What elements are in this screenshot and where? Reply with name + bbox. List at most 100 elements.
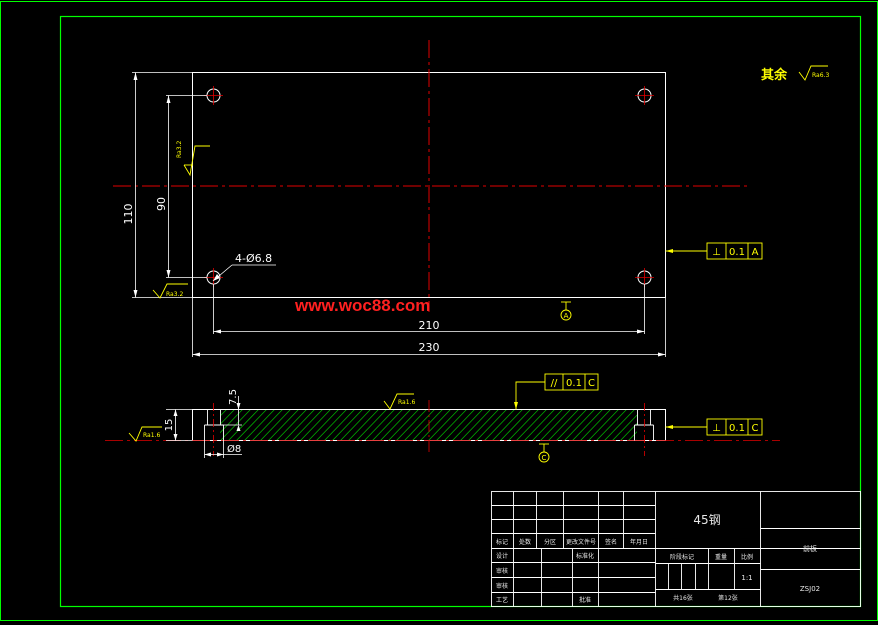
hole-center-marks — [204, 86, 654, 287]
dim-thickness-15: 15 — [164, 419, 175, 432]
hatch-line — [684, 409, 715, 441]
tb-material: 45钢 — [693, 513, 720, 527]
tb-header-3: 更改文件号 — [566, 538, 596, 546]
rest-roughness-label: Ra6.3 — [812, 72, 829, 79]
roughness-symbol-top — [383, 393, 414, 410]
datum-c-label: C — [542, 454, 547, 462]
hatch-line — [548, 409, 580, 440]
tb-weight: 重量 — [715, 553, 727, 561]
perp-symbol-a: ⊥ — [712, 247, 721, 258]
roughness-top-label: Ra1.6 — [398, 399, 415, 406]
rest-label: 其余 — [761, 67, 788, 83]
hatch-line — [340, 409, 372, 440]
tb-part-name: 前板 — [803, 544, 817, 553]
hatch-line — [588, 409, 620, 440]
tb-design: 设计 — [496, 552, 508, 560]
parallel-datum: C — [588, 378, 595, 389]
perp-datum-a: A — [752, 247, 759, 258]
parallel-value: 0.1 — [566, 378, 582, 389]
parallelism-frame-c — [544, 373, 599, 391]
roughness-side-label: Ra3.2 — [176, 141, 183, 158]
hatch-line — [300, 409, 332, 440]
hatch-line — [572, 409, 604, 440]
hatch-line — [492, 409, 524, 440]
section-hatch — [220, 409, 715, 441]
hatch-line — [532, 409, 564, 440]
tb-standardize: 标准化 — [576, 552, 594, 560]
roughness-left-label: Ra1.6 — [143, 432, 160, 439]
datum-a-label: A — [564, 312, 569, 320]
roughness-symbol-bottom — [152, 283, 188, 299]
counterbore-left — [204, 409, 224, 441]
perp-datum-c: C — [752, 423, 759, 434]
title-block: 45钢 标记 处数 分区 更改文件号 签名 年月日 设计 标准化 审核 审核 工… — [491, 491, 861, 607]
dim-counterbore-depth: 7.5 — [228, 389, 239, 405]
hatch-line — [396, 409, 428, 440]
hatch-line — [476, 409, 508, 440]
hatch-line — [652, 409, 683, 441]
section-view: 15 7.5 Ø8 Ra1.6 Ra1.6 C // 0.1 C — [105, 373, 780, 463]
hatch-line — [284, 409, 316, 440]
tb-header-0: 标记 — [496, 538, 508, 546]
hatch-line — [556, 409, 588, 440]
hatch-line — [612, 414, 637, 440]
roughness-bottom-label: Ra3.2 — [166, 291, 183, 298]
hatch-line — [308, 409, 340, 440]
parallel-symbol: // — [551, 378, 558, 389]
tb-header-4: 签名 — [605, 538, 617, 546]
tb-process: 工艺 — [496, 596, 508, 604]
extension-lines — [132, 72, 666, 357]
hatch-line — [444, 409, 476, 440]
dim-hole-spacing-90: 90 — [155, 197, 168, 211]
hatch-line — [524, 409, 556, 440]
hatch-line — [228, 409, 260, 440]
hatch-line — [380, 409, 412, 440]
perp-symbol-c: ⊥ — [712, 423, 721, 434]
roughness-symbol-side — [183, 145, 210, 177]
tb-review: 审核 — [496, 582, 508, 590]
hatch-line — [468, 409, 500, 440]
hatch-line — [220, 409, 228, 417]
hatch-line — [604, 409, 636, 440]
hatch-line — [628, 431, 637, 440]
dim-width-110: 110 — [122, 204, 135, 225]
hatch-line — [668, 409, 699, 441]
hatch-line — [484, 409, 516, 440]
counterbore-right — [634, 409, 654, 441]
hatch-line — [348, 409, 380, 440]
roughness-symbol-left — [128, 426, 162, 442]
tb-stage-mark: 阶段标记 — [670, 553, 694, 561]
hatch-line — [580, 409, 612, 440]
dim-counterbore-dia: Ø8 — [227, 443, 241, 455]
hole-callout: 4-Ø6.8 — [235, 252, 272, 265]
hatch-line — [236, 409, 268, 440]
hatch-line — [356, 409, 388, 440]
hatch-line — [516, 409, 548, 440]
tb-scale-label: 比例 — [741, 553, 753, 561]
hatch-line — [452, 409, 484, 440]
hatch-line — [404, 409, 436, 440]
tb-scale-value: 1:1 — [741, 574, 752, 582]
tb-header-1: 处数 — [519, 538, 531, 546]
rest-roughness-note: 其余 Ra6.3 — [761, 65, 829, 83]
hatch-line — [252, 409, 284, 440]
tb-header-2: 分区 — [544, 538, 556, 546]
tb-sheets-total: 共16张 — [673, 594, 693, 602]
hatch-line — [660, 409, 691, 441]
hatch-line — [268, 409, 300, 440]
perpendicularity-frame-c — [706, 418, 763, 436]
hatch-line — [436, 409, 468, 440]
hatch-line — [332, 409, 364, 440]
watermark: www.woc88.com — [294, 296, 430, 315]
perp-value-a: 0.1 — [729, 247, 745, 258]
hatch-line — [324, 409, 356, 440]
tb-sheet-no: 第12张 — [718, 594, 738, 602]
hatch-line — [596, 409, 628, 440]
dimension-arrows — [133, 72, 666, 357]
hatch-line — [364, 409, 396, 440]
hatch-line — [508, 409, 540, 440]
hatch-line — [244, 409, 276, 440]
hatch-line — [316, 409, 348, 440]
